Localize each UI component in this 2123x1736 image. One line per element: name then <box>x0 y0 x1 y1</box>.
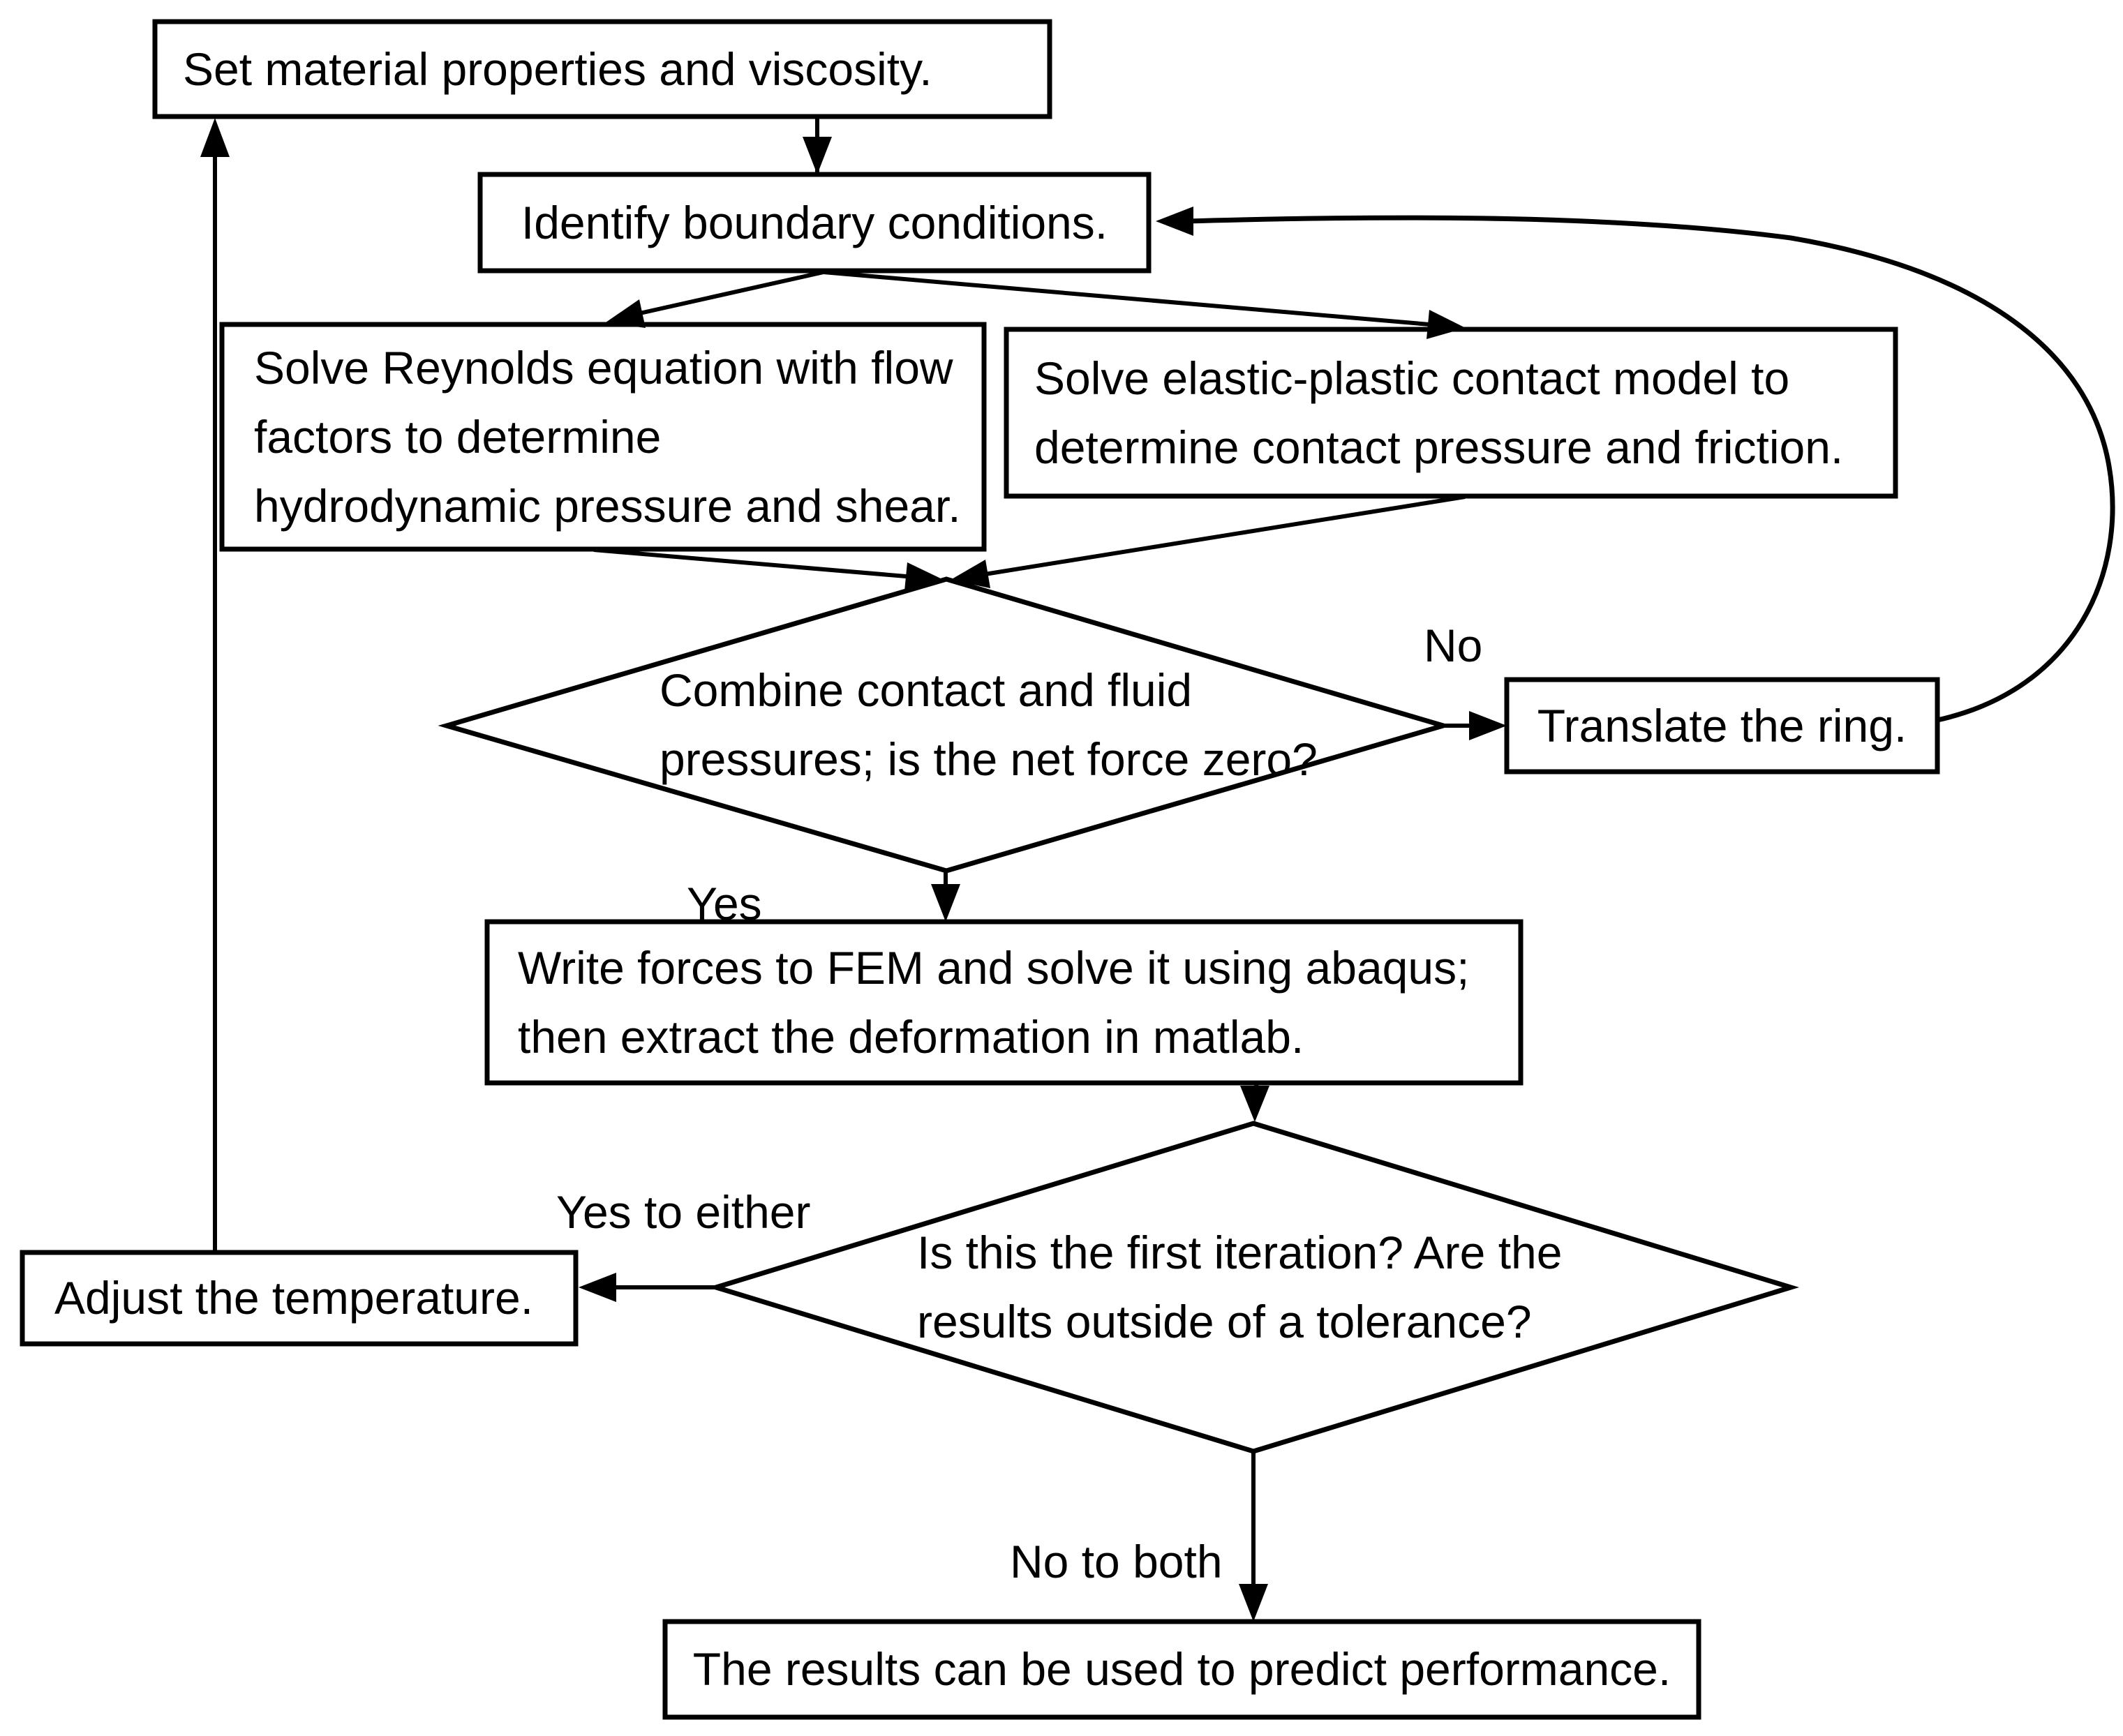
node-iteration-line2: results outside of a tolerance? <box>917 1296 1532 1347</box>
node-combine-line1: Combine contact and fluid <box>660 664 1193 716</box>
node-elastic-line2: determine contact pressure and friction. <box>1034 421 1844 473</box>
arrowhead-loop-into-identify <box>1156 207 1193 236</box>
node-iteration-line1: Is this the first iteration? Are the <box>917 1227 1563 1278</box>
edge-label-yes: Yes <box>687 878 762 929</box>
node-reynolds-line2: factors to determine <box>254 410 662 463</box>
edge-label-yes-to-either: Yes to either <box>556 1186 811 1238</box>
arrowhead-into-results <box>1239 1584 1268 1622</box>
arrowhead-into-set <box>200 118 230 157</box>
node-set-material-label: Set material properties and viscosity. <box>183 43 932 95</box>
node-reynolds: Solve Reynolds equation with flow factor… <box>222 324 984 549</box>
node-adjust-temperature: Adjust the temperature. <box>22 1252 576 1344</box>
edge-identify-to-elastic <box>823 270 1438 327</box>
box-fem <box>484 919 1524 1086</box>
edge-translate-loop-to-identify <box>1186 215 2115 723</box>
node-reynolds-line1: Solve Reynolds equation with flow <box>254 341 953 394</box>
arrowhead-into-elastic <box>1426 310 1466 339</box>
edge-label-no: No <box>1424 620 1483 671</box>
node-fem-line2: then extract the deformation in matlab. <box>518 1010 1304 1063</box>
node-combine-line2: pressures; is the net force zero? <box>660 733 1318 785</box>
arrowhead-into-translate <box>1469 711 1507 740</box>
arrowhead-into-identify <box>803 137 832 174</box>
box-adjust <box>20 1250 579 1347</box>
arrowhead-into-diamond2 <box>1240 1086 1269 1122</box>
node-reynolds-line3: hydrodynamic pressure and shear. <box>254 479 961 532</box>
node-first-iteration: Is this the first iteration? Are the res… <box>917 1218 1615 1356</box>
arrowhead-into-adjust <box>579 1273 616 1302</box>
edge-label-no-to-both: No to both <box>1010 1536 1223 1587</box>
node-combine-pressures: Combine contact and fluid pressures; is … <box>660 656 1357 794</box>
node-fem-solve: Write forces to FEM and solve it using a… <box>487 922 1521 1083</box>
edge-identify-to-reynolds <box>620 270 824 320</box>
node-adjust-temperature-label: Adjust the temperature. <box>54 1272 534 1324</box>
node-elastic-contact: Solve elastic-plastic contact model to d… <box>1006 329 1895 496</box>
node-results-label: The results can be used to predict perfo… <box>692 1643 1671 1695</box>
arrowheads <box>200 118 1507 1622</box>
node-identify-boundary: Identify boundary conditions. <box>480 174 1149 271</box>
node-results: The results can be used to predict perfo… <box>665 1622 1699 1717</box>
edge-reynolds-to-diamond <box>593 548 915 579</box>
arrowhead-into-reynolds <box>606 299 646 328</box>
box-results <box>662 1619 1701 1720</box>
node-identify-boundary-label: Identify boundary conditions. <box>521 196 1108 248</box>
node-translate-ring-label: Translate the ring. <box>1537 699 1907 751</box>
arrowhead-into-diamond-r <box>951 560 990 588</box>
box-set-material <box>152 19 1052 119</box>
box-identify <box>477 172 1152 274</box>
arrowhead-into-diamond-l <box>904 562 944 591</box>
node-translate-ring: Translate the ring. <box>1507 680 1937 772</box>
node-set-material: Set material properties and viscosity. <box>155 22 1050 117</box>
arrowhead-into-fem <box>931 884 960 922</box>
node-fem-line1: Write forces to FEM and solve it using a… <box>518 941 1470 994</box>
edge-elastic-to-diamond <box>980 495 1466 577</box>
node-elastic-line1: Solve elastic-plastic contact model to <box>1034 352 1790 404</box>
